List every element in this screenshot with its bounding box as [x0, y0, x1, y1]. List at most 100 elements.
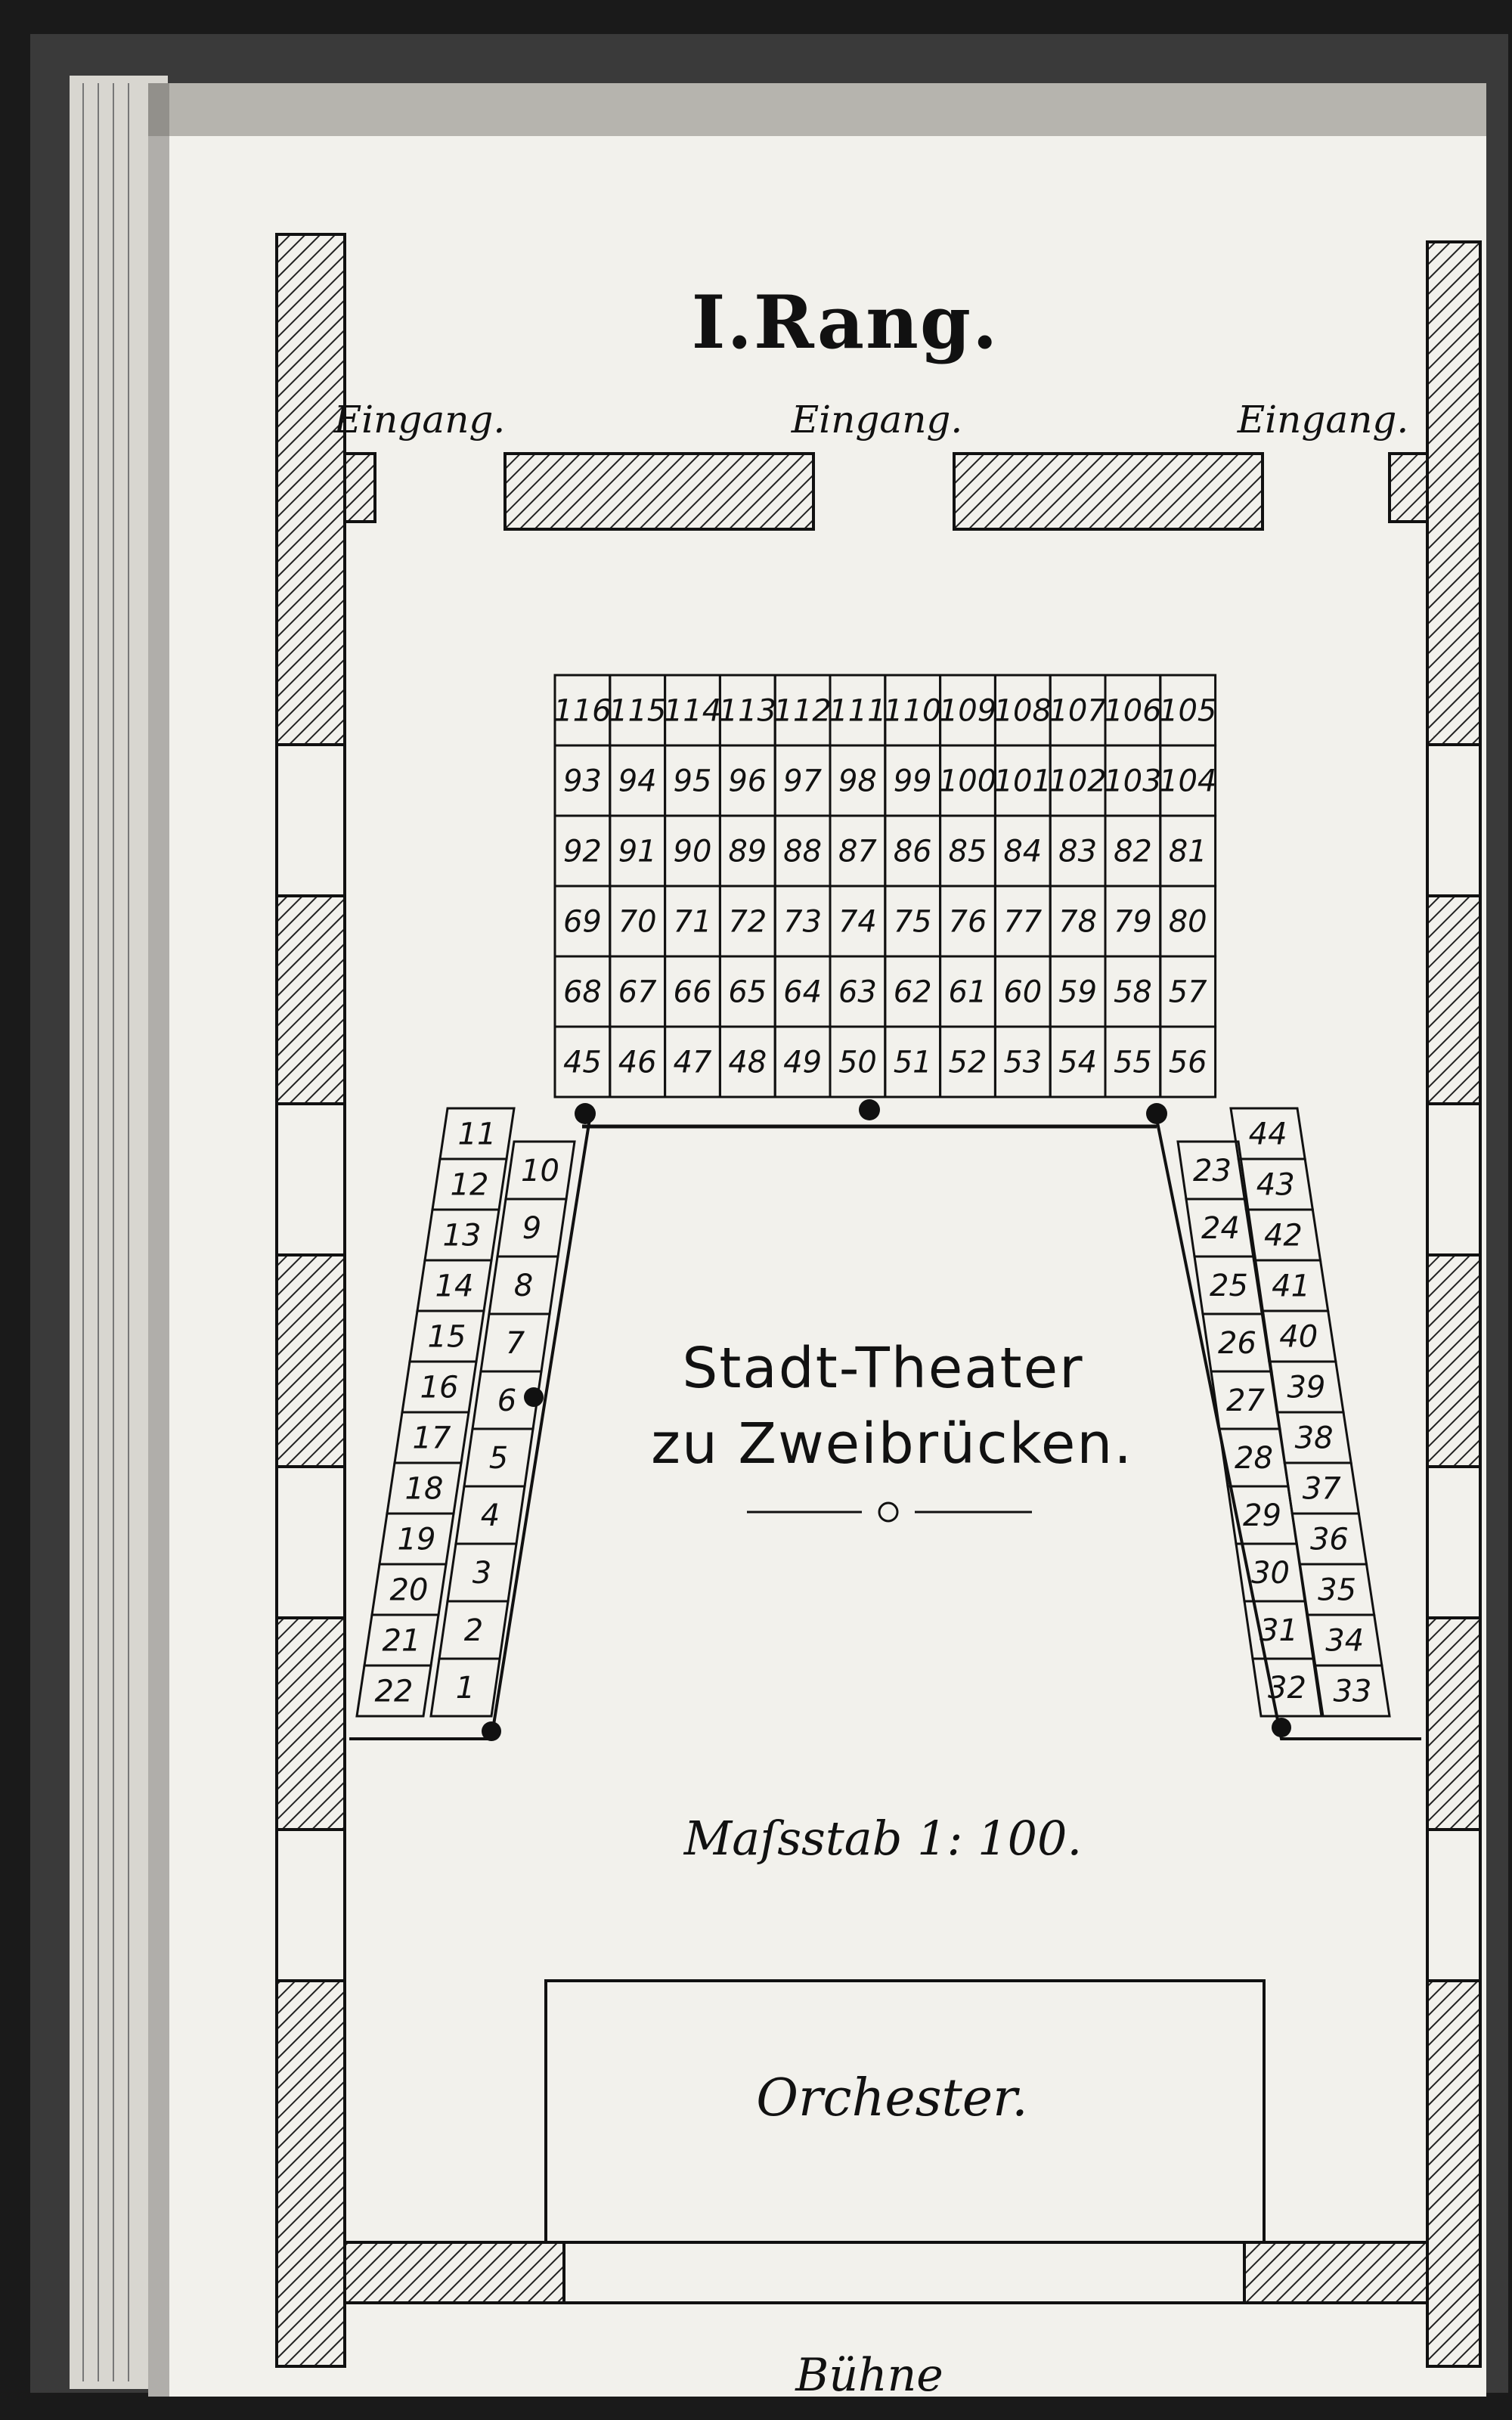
seat-number: 83: [1058, 835, 1097, 869]
seat-number: 116: [553, 694, 611, 729]
seat-number: 103: [1104, 764, 1161, 799]
seat-number: 28: [1235, 1441, 1273, 1476]
seat: 108: [994, 674, 1052, 747]
seat-number: 76: [949, 905, 987, 940]
seat-number: 77: [1003, 905, 1042, 940]
seat-number: 50: [838, 1046, 877, 1080]
stage-label: Bühne: [795, 2349, 943, 2402]
seat: 53: [993, 1025, 1052, 1098]
seat-number: 41: [1272, 1269, 1310, 1304]
seat-number: 73: [783, 905, 822, 940]
seat-number: 64: [783, 975, 822, 1010]
seat-number: 45: [563, 1046, 602, 1080]
seat-number: 111: [829, 694, 886, 729]
seat: 34: [1306, 1613, 1383, 1667]
seat: 22: [355, 1664, 432, 1718]
seat: 41: [1252, 1259, 1330, 1312]
seat-number: 71: [674, 905, 712, 940]
seat-number: 112: [773, 694, 831, 729]
wall-niches: [275, 743, 1482, 1982]
seat-number: 15: [428, 1320, 466, 1355]
seat: 43: [1237, 1157, 1315, 1211]
theater-name-line2: zu Zweibrücken.: [651, 1411, 1133, 1476]
seat-number: 81: [1169, 835, 1207, 869]
seat: 84: [993, 814, 1052, 888]
seat-number: 63: [838, 975, 877, 1010]
seat-number: 93: [563, 764, 602, 799]
seat-number: 59: [1058, 975, 1097, 1010]
seat-number: 34: [1325, 1624, 1364, 1659]
seat-number: 61: [949, 975, 987, 1010]
seat-number: 40: [1279, 1320, 1318, 1355]
seat-number: 101: [994, 764, 1052, 799]
seat: 40: [1259, 1309, 1337, 1363]
seat-number: 87: [838, 835, 877, 869]
seat-number: 18: [405, 1472, 444, 1507]
rail-posts: [482, 1099, 1291, 1741]
seat: 20: [370, 1563, 448, 1616]
left-worn-edge: [148, 83, 169, 2397]
seat: 95: [664, 744, 721, 817]
orchestra-pit: [544, 1979, 1266, 2244]
seat-number: 114: [664, 694, 721, 729]
seat: 38: [1275, 1411, 1352, 1464]
seat: 7: [479, 1312, 551, 1373]
theater-name-line1: Stadt-Theater: [682, 1336, 1083, 1401]
seat-number: 21: [383, 1624, 421, 1659]
seat-number: 79: [1114, 905, 1152, 940]
seat-number: 13: [443, 1219, 482, 1253]
seat-number: 23: [1193, 1154, 1232, 1188]
seat: 16: [401, 1360, 478, 1414]
seat-number: 66: [674, 975, 712, 1010]
seat-number: 91: [618, 835, 657, 869]
seat: 106: [1104, 674, 1162, 747]
seat-number: 48: [728, 1046, 767, 1080]
seat-number: 24: [1201, 1211, 1240, 1246]
seat: 47: [664, 1025, 721, 1098]
orchestra-label: Orchester.: [756, 2068, 1028, 2128]
seat-number: 51: [894, 1046, 932, 1080]
seat-number: 52: [949, 1046, 987, 1080]
seat: 83: [1049, 814, 1107, 888]
seat-number: 2: [464, 1613, 483, 1648]
seat-number: 19: [398, 1523, 436, 1557]
seat-number: 69: [563, 905, 602, 940]
entrance-right-label: Eingang.: [1237, 398, 1409, 442]
seat-number: 22: [375, 1675, 414, 1709]
seat-number: 82: [1114, 835, 1152, 869]
seat-number: 9: [522, 1211, 541, 1246]
seat-number: 46: [618, 1046, 657, 1080]
seat-number: 99: [894, 764, 932, 799]
seat-number: 107: [1049, 694, 1107, 729]
seat: 37: [1283, 1461, 1361, 1515]
side-seat-blocks: 1112131415161718192021221098765432123242…: [349, 1107, 1421, 1740]
seat-number: 5: [489, 1441, 508, 1476]
seat-number: 27: [1226, 1384, 1265, 1418]
seat-number: 113: [719, 694, 776, 729]
seat-number: 56: [1169, 1046, 1207, 1080]
seat-number: 35: [1318, 1573, 1356, 1608]
seat-number: 96: [728, 764, 767, 799]
seat: 13: [423, 1208, 500, 1262]
seat-number: 97: [783, 764, 822, 799]
seat-number: 30: [1251, 1556, 1290, 1591]
seat-number: 90: [674, 835, 712, 869]
seat-number: 53: [1003, 1046, 1042, 1080]
seat-number: 109: [939, 694, 996, 729]
seat: 32: [1251, 1657, 1323, 1718]
seat-number: 68: [563, 975, 602, 1010]
seat-number: 49: [783, 1046, 822, 1080]
page-edge-lines: [82, 83, 129, 2381]
seat-number: 108: [994, 694, 1052, 729]
seat-number: 4: [481, 1498, 500, 1533]
seat: 93: [553, 744, 612, 817]
seat-number: 62: [894, 975, 932, 1010]
seat-number: 39: [1287, 1371, 1325, 1405]
seat-number: 14: [435, 1269, 474, 1304]
seat-number: 11: [458, 1117, 497, 1152]
seat-number: 85: [949, 835, 987, 869]
seat: 33: [1314, 1664, 1391, 1718]
seat-number: 43: [1256, 1168, 1295, 1203]
